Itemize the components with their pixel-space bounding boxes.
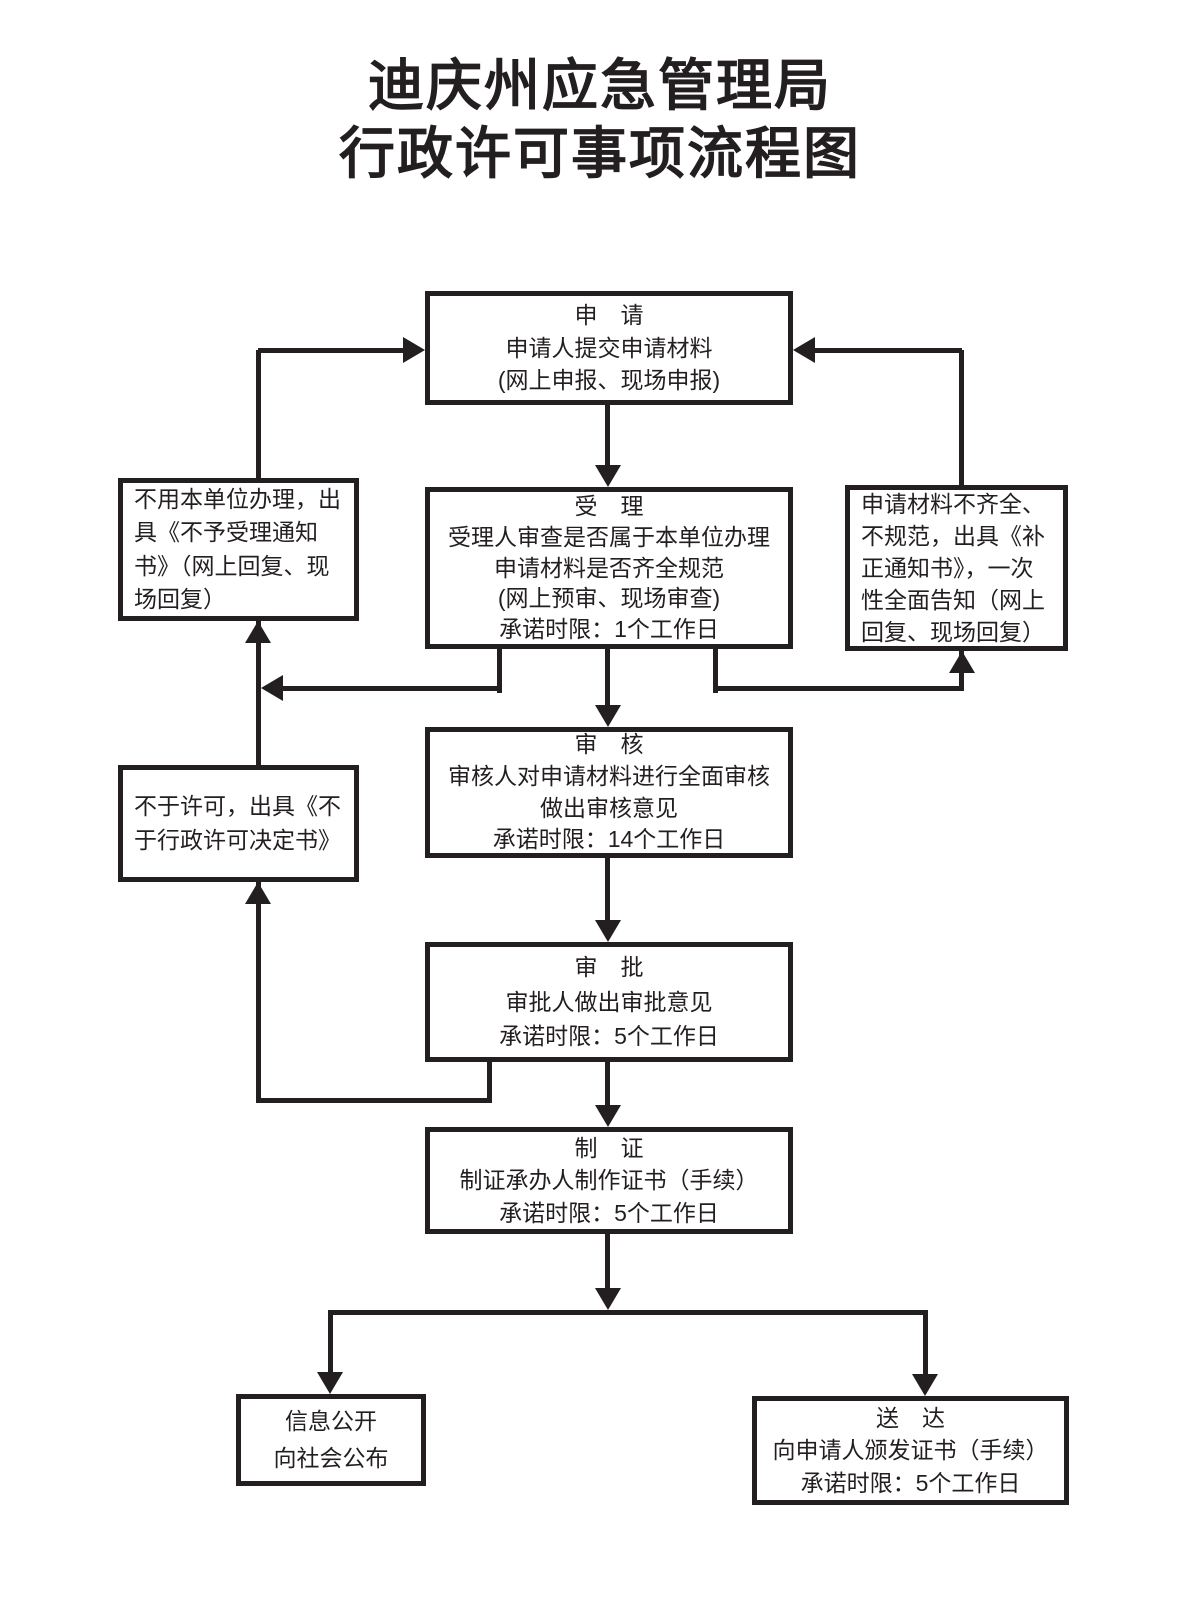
flow-box-supplement-text: 申请材料不齐全、不规范，出具《补正通知书》，一次性全面告知（网上回复、现场回复）: [861, 490, 1045, 646]
arrowhead-review-to-approve: [595, 920, 621, 942]
flow-box-approve-line2: 承诺时限：5个工作日: [499, 1023, 719, 1050]
connector-supplement-to-apply-vertical: [959, 350, 964, 485]
flow-box-apply: 申 请 申请人提交申请材料 (网上申报、现场申报): [425, 291, 793, 405]
connector-split-to-deliver: [923, 1310, 928, 1376]
flow-box-supplement: 申请材料不齐全、不规范，出具《补正通知书》，一次性全面告知（网上回复、现场回复）: [845, 485, 1068, 651]
flow-box-certificate-title: 制 证: [574, 1135, 644, 1162]
flow-box-deliver-line1: 向申请人颁发证书（手续）: [772, 1437, 1049, 1464]
connector-split-to-publish: [328, 1310, 333, 1374]
flow-box-deny: 不于许可，出具《不于行政许可决定书》: [118, 765, 359, 882]
flow-box-publish-line2: 向社会公布: [273, 1445, 389, 1471]
connector-approve-to-deny-rise: [256, 882, 261, 1103]
flow-box-review-line2: 做出审核意见: [540, 794, 678, 821]
flow-box-approve-line1: 审批人做出审批意见: [505, 988, 713, 1015]
flow-box-publish-line1: 信息公开: [285, 1408, 377, 1435]
arrowhead-accept-to-not-accepted: [261, 675, 283, 701]
connector-not-accepted-to-apply-horizontal: [258, 348, 403, 353]
flow-box-deliver-title: 送 达: [876, 1404, 945, 1431]
connector-deny-to-not-accepted-vertical: [256, 621, 261, 765]
connector-accept-to-not-accepted-drop: [497, 648, 502, 693]
connector-accept-to-review: [605, 648, 610, 708]
arrowhead-accept-to-supplement: [949, 651, 975, 673]
flow-box-accept-line1: 受理人审查是否属于本单位办理: [448, 523, 770, 550]
flow-box-deny-text: 不于许可，出具《不于行政许可决定书》: [134, 793, 341, 853]
connector-approve-to-certificate: [605, 1061, 610, 1107]
flow-box-accept-line2: 申请材料是否齐全规范: [494, 554, 724, 581]
arrowhead-not-accepted-to-apply: [403, 337, 425, 363]
flow-box-deliver: 送 达 向申请人颁发证书（手续） 承诺时限：5个工作日: [752, 1396, 1069, 1505]
page-title: 迪庆州应急管理局 行政许可事项流程图: [0, 52, 1200, 188]
flow-box-certificate-line1: 制证承办人制作证书（手续）: [459, 1167, 759, 1194]
flow-box-certificate: 制 证 制证承办人制作证书（手续） 承诺时限：5个工作日: [425, 1127, 793, 1234]
flow-box-apply-line2: (网上申报、现场申报): [497, 367, 721, 394]
flow-box-review-title: 审 核: [574, 731, 644, 758]
flow-box-accept: 受 理 受理人审查是否属于本单位办理 申请材料是否齐全规范 (网上预审、现场审查…: [425, 487, 793, 649]
flow-box-deliver-line2: 承诺时限：5个工作日: [800, 1469, 1021, 1496]
flow-box-approve-title: 审 批: [574, 954, 644, 981]
flow-box-publish: 信息公开 向社会公布: [236, 1394, 426, 1486]
arrowhead-supplement-to-apply: [793, 337, 815, 363]
arrowhead-accept-to-review: [595, 705, 621, 727]
flow-box-accept-title: 受 理: [574, 492, 644, 519]
connector-review-to-approve: [605, 857, 610, 923]
arrowhead-approve-to-deny: [245, 882, 271, 904]
flow-box-apply-title: 申 请: [574, 302, 644, 329]
connector-approve-to-deny-drop: [487, 1061, 492, 1103]
page-title-line2: 行政许可事项流程图: [339, 122, 861, 185]
flow-box-accept-line4: 承诺时限：1个工作日: [499, 616, 719, 643]
connector-split-horizontal: [330, 1310, 928, 1315]
arrowhead-approve-to-certificate: [595, 1105, 621, 1127]
arrowhead-certificate-to-split: [595, 1288, 621, 1310]
flow-box-review-line3: 承诺时限：14个工作日: [492, 826, 726, 853]
connector-certificate-to-split: [605, 1233, 610, 1290]
flow-box-review: 审 核 审核人对申请材料进行全面审核 做出审核意见 承诺时限：14个工作日: [425, 727, 793, 858]
connector-supplement-to-apply-horizontal: [815, 348, 962, 353]
flow-box-approve: 审 批 审批人做出审批意见 承诺时限：5个工作日: [425, 942, 793, 1062]
flow-box-not-accepted-text: 不用本单位办理，出具《不予受理通知书》（网上回复、现场回复）: [134, 486, 341, 612]
arrowhead-apply-to-accept: [595, 465, 621, 487]
connector-not-accepted-to-apply-vertical: [256, 350, 261, 478]
flow-box-certificate-line2: 承诺时限：5个工作日: [499, 1199, 719, 1226]
connector-accept-to-not-accepted-horizontal: [283, 686, 500, 691]
flow-box-not-accepted: 不用本单位办理，出具《不予受理通知书》（网上回复、现场回复）: [118, 478, 359, 621]
arrowhead-into-not-accepted: [245, 621, 271, 643]
flow-box-review-line1: 审核人对申请材料进行全面审核: [448, 762, 770, 789]
connector-approve-to-deny-horizontal: [256, 1098, 492, 1103]
connector-apply-to-accept: [605, 404, 610, 470]
flow-box-apply-line1: 申请人提交申请材料: [505, 334, 713, 361]
connector-accept-to-supplement-drop: [713, 648, 718, 693]
connector-accept-to-supplement-horizontal: [713, 686, 962, 691]
arrowhead-split-to-deliver: [912, 1374, 938, 1396]
arrowhead-split-to-publish: [317, 1372, 343, 1394]
flow-box-accept-line3: (网上预审、现场审查): [497, 585, 721, 612]
page-title-line1: 迪庆州应急管理局: [368, 54, 832, 117]
